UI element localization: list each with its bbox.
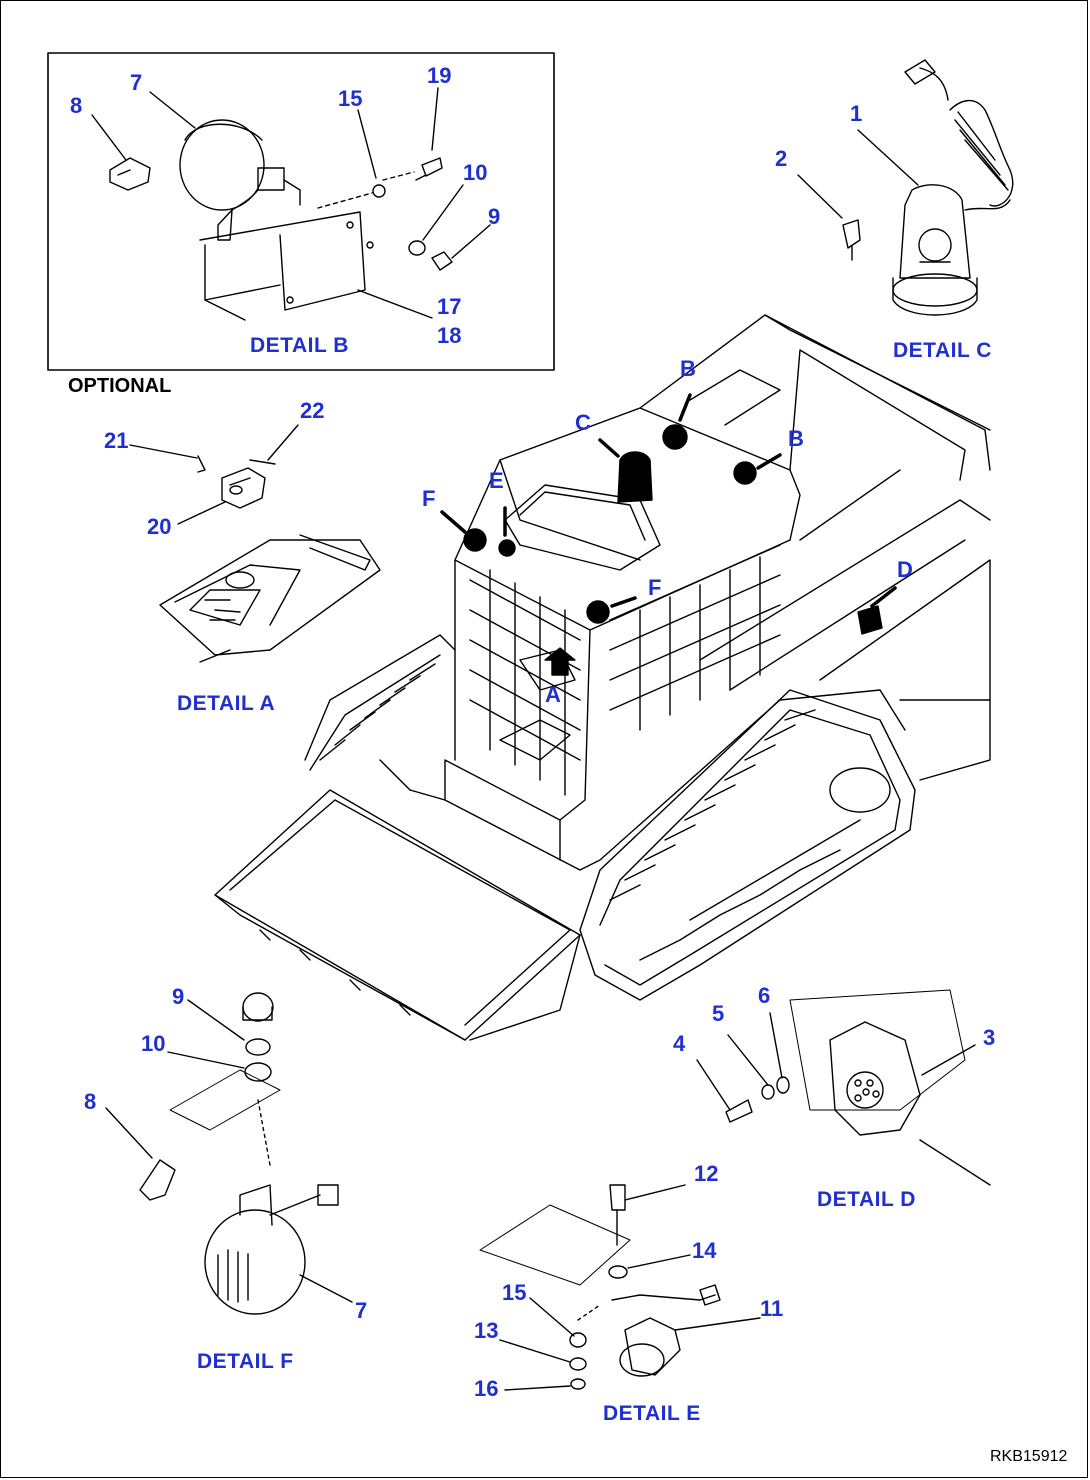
location-arrows: [440, 393, 897, 608]
part-number: 13: [474, 1318, 499, 1343]
detail-d-title: DETAIL D: [817, 1188, 916, 1211]
part-number: 17: [437, 294, 462, 319]
view-letter-a: A: [545, 682, 561, 707]
part-number: 10: [141, 1031, 166, 1056]
view-letter-b: B: [680, 356, 696, 381]
part-number: 21: [104, 428, 129, 453]
machine-body: [214, 314, 991, 1041]
view-letter-f: F: [648, 575, 662, 600]
detail-a-title: DETAIL A: [177, 692, 276, 715]
part-number: 9: [488, 204, 501, 229]
part-number: 9: [172, 984, 185, 1009]
part-number: 15: [338, 86, 363, 111]
part-number: 19: [427, 63, 452, 88]
part-number: 5: [712, 1001, 725, 1026]
drawing-code: RKB15912: [990, 1448, 1068, 1465]
part-number: 20: [147, 514, 172, 539]
view-letter-e: E: [489, 468, 504, 493]
detail-f-lamp: [105, 992, 353, 1315]
part-number: 8: [70, 93, 83, 118]
part-number: 7: [355, 1298, 368, 1323]
detail-b-box: [47, 52, 555, 371]
detail-c-title: DETAIL C: [893, 339, 992, 362]
detail-b-leaders: [91, 87, 491, 319]
detail-b-title: DETAIL B: [250, 334, 349, 357]
view-letter-c: C: [575, 410, 591, 435]
part-number: 2: [775, 146, 788, 171]
part-number: 6: [758, 983, 771, 1008]
part-number: 10: [463, 160, 488, 185]
part-number: 1: [850, 101, 863, 126]
detail-e-title: DETAIL E: [603, 1402, 701, 1425]
part-number: 14: [692, 1238, 717, 1263]
view-letter-b: B: [788, 426, 804, 451]
view-letter-f: F: [422, 486, 436, 511]
part-number: 12: [694, 1161, 719, 1186]
detail-e-horn: [479, 1184, 761, 1391]
part-number: 3: [983, 1025, 996, 1050]
detail-d-socket: [696, 989, 991, 1186]
part-number: 16: [474, 1376, 499, 1401]
part-number: 8: [84, 1089, 97, 1114]
optional-label: OPTIONAL: [68, 375, 172, 397]
part-number: 22: [300, 398, 325, 423]
part-number: 7: [130, 70, 143, 95]
detail-a-cover: [129, 424, 381, 663]
part-number: 11: [760, 1296, 784, 1321]
part-number: 15: [502, 1280, 527, 1305]
detail-b-lamp: [109, 119, 453, 321]
part-number: 4: [673, 1031, 686, 1056]
view-letter-d: D: [897, 557, 913, 582]
detail-f-title: DETAIL F: [197, 1350, 294, 1373]
location-markers: [463, 424, 883, 676]
detail-c-beacon: [797, 59, 1014, 316]
part-number: 18: [437, 323, 462, 348]
